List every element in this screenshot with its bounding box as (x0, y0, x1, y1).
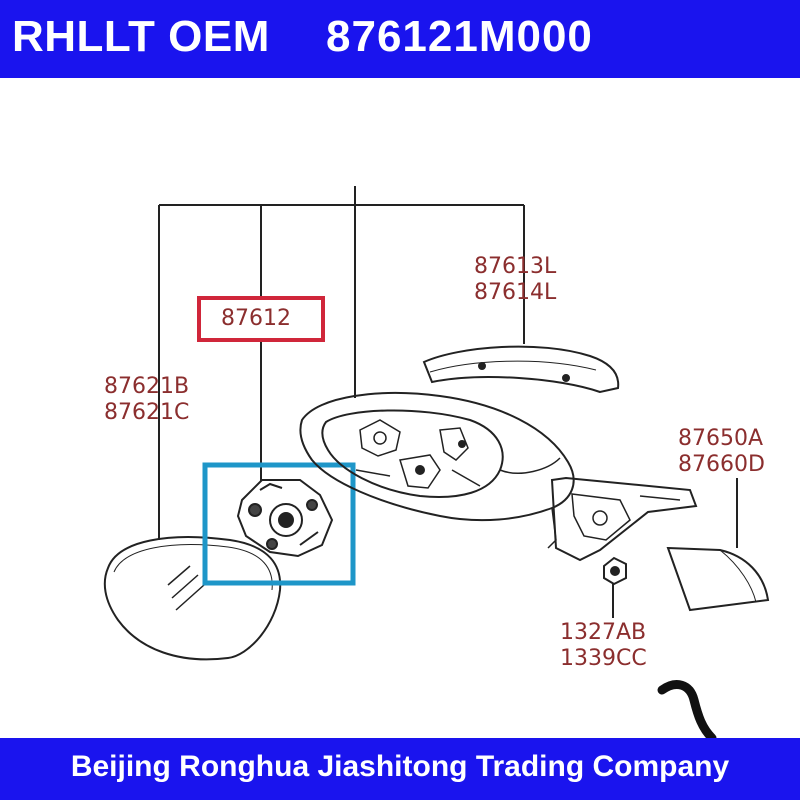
actuator-motor-part (236, 479, 334, 558)
brand-label: RHLLT OEM (12, 12, 270, 61)
leader-lines (158, 186, 738, 618)
label-scalp: 87650A 87660D (678, 426, 765, 477)
actuator-label-box: 87612 (197, 296, 325, 342)
label-cover: 87613L 87614L (474, 254, 557, 305)
mirror-glass-part (103, 536, 282, 661)
turn-signal-cover-part (422, 345, 620, 394)
wire-harness-part (657, 680, 717, 743)
mirror-base-part (550, 476, 698, 562)
part-number: 876121M000 (326, 12, 593, 61)
label-mirror-glass: 87621B 87621C (104, 374, 190, 425)
label-nut: 1327AB 1339CC (560, 620, 647, 671)
nut-part (603, 556, 627, 586)
mirror-scalp-part (666, 546, 770, 612)
label-actuator: 87612 (221, 306, 291, 331)
actuator-highlight-box (202, 462, 356, 586)
header-banner: RHLLT OEM 876121M000 (0, 0, 800, 78)
company-name: Beijing Ronghua Jiashitong Trading Compa… (70, 750, 730, 783)
footer-banner: Beijing Ronghua Jiashitong Trading Compa… (0, 738, 800, 800)
mirror-housing-part (299, 392, 575, 549)
